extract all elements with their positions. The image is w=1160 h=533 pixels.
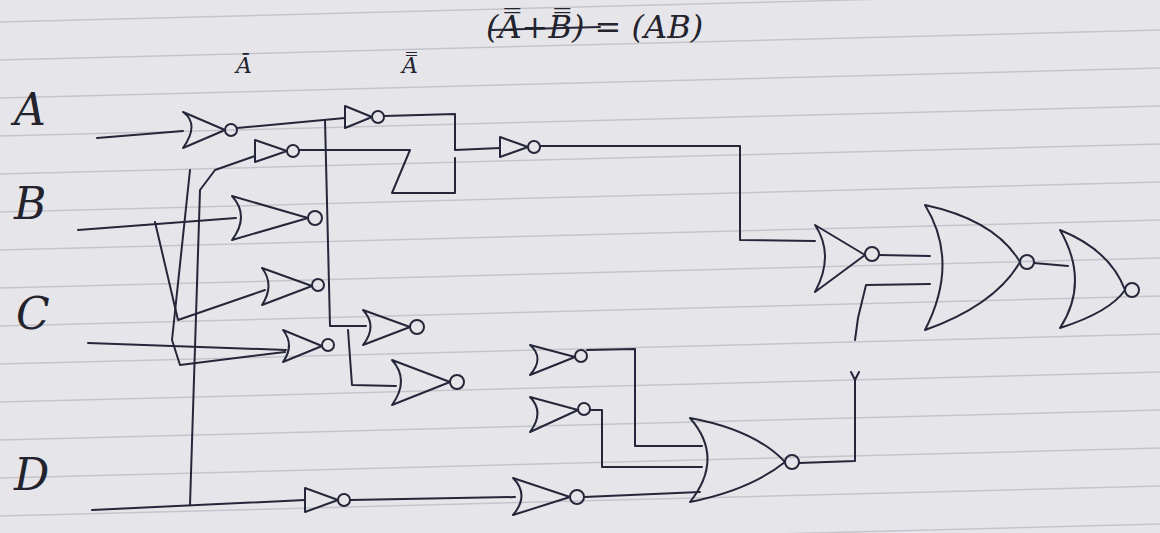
signal-name: A̿ (402, 54, 418, 78)
signal-name: Ā (236, 54, 252, 78)
input-name: C (16, 290, 50, 338)
logic-gates (78, 27, 1139, 515)
boolean-formula: (A̿+B̿) = (AB) (486, 10, 703, 45)
input-name: A (14, 86, 46, 134)
input-name: D (14, 451, 49, 499)
input-name: B (14, 180, 46, 228)
